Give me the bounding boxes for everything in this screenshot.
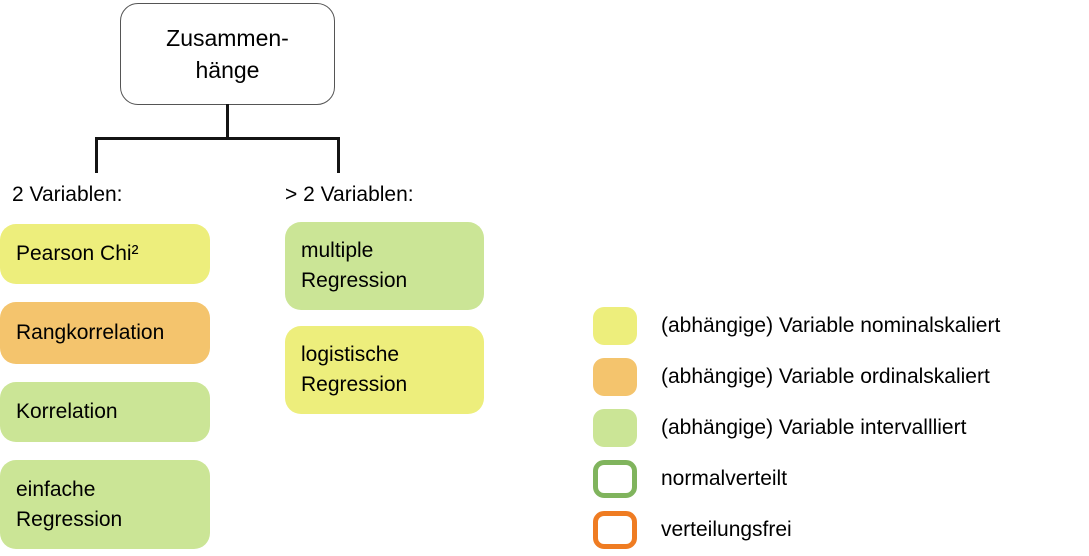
legend-swatch-verteilungsfrei-icon: [593, 510, 637, 549]
node-label-line1: logistische: [301, 343, 400, 366]
node-label-line1: multiple: [301, 239, 374, 262]
root-node-label-line1: Zusammen-: [166, 25, 289, 51]
legend-item-verteilungsfrei: verteilungsfrei: [593, 504, 1089, 555]
legend-swatch-ordinal-icon: [593, 357, 637, 396]
node-label-line1: einfache: [16, 477, 96, 501]
legend-item-nominal: (abhängige) Variable nominalskaliert: [593, 300, 1089, 351]
node-label-line1: Rangkorrelation: [16, 321, 165, 344]
node-label-line1: Korrelation: [16, 400, 118, 423]
legend-item-normalverteilt: normalverteilt: [593, 453, 1089, 504]
root-node-zusammenhaenge[interactable]: Zusammen- hänge: [120, 3, 335, 105]
node-label-line2: Regression: [301, 269, 408, 292]
branch-label-two-variables: 2 Variablen:: [12, 183, 123, 206]
node-multiple-regression[interactable]: multiple Regression: [285, 222, 484, 310]
root-node-label-line2: hänge: [195, 57, 260, 83]
legend-label-interval: (abhängige) Variable intervallliert: [661, 415, 967, 439]
legend-swatch-normalverteilt-icon: [593, 459, 637, 498]
node-rangkorrelation[interactable]: Rangkorrelation: [0, 302, 210, 364]
legend: (abhängige) Variable nominalskaliert (ab…: [593, 300, 1089, 555]
connector-drop-right: [337, 137, 340, 173]
node-logistische-regression[interactable]: logistische Regression: [285, 326, 484, 414]
legend-label-normalverteilt: normalverteilt: [661, 466, 788, 490]
legend-swatch-nominal-icon: [593, 306, 637, 345]
legend-item-interval: (abhängige) Variable intervallliert: [593, 402, 1089, 453]
connector-horizontal-bar: [95, 137, 340, 140]
node-label-line2: Regression: [16, 507, 123, 531]
node-korrelation[interactable]: Korrelation: [0, 382, 210, 442]
legend-item-ordinal: (abhängige) Variable ordinalskaliert: [593, 351, 1089, 402]
legend-label-nominal: (abhängige) Variable nominalskaliert: [661, 313, 1001, 337]
node-label-line1: Pearson Chi²: [16, 242, 139, 265]
node-einfache-regression[interactable]: einfache Regression: [0, 460, 210, 549]
legend-label-verteilungsfrei: verteilungsfrei: [661, 517, 792, 541]
legend-label-ordinal: (abhängige) Variable ordinalskaliert: [661, 364, 990, 388]
node-label-line2: Regression: [301, 373, 408, 396]
legend-swatch-interval-icon: [593, 408, 637, 447]
connector-drop-left: [95, 137, 98, 173]
connector-stem: [226, 104, 229, 140]
node-pearson-chi2[interactable]: Pearson Chi²: [0, 224, 210, 284]
branch-label-more-than-two-variables: > 2 Variablen:: [285, 183, 414, 206]
